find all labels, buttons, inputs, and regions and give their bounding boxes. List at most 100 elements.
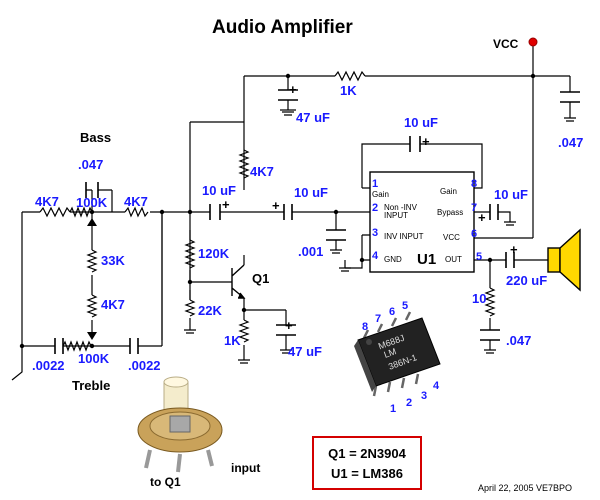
resistor-4k7-mid	[86, 294, 98, 318]
c10uf-input-plus: +	[272, 198, 280, 213]
ic-u1-label: U1	[417, 251, 437, 268]
ic-pin8-num: 8	[471, 178, 478, 190]
wires	[21, 44, 571, 360]
chip-photo-pin5: 5	[402, 300, 409, 312]
potentiometer-photo	[137, 376, 223, 473]
r1k-feed-label: 1K	[340, 83, 357, 98]
c47uf-supply-label: 47 uF	[296, 110, 330, 125]
bass-pot-label: 100K	[76, 195, 108, 210]
ic-pin6-label: VCC	[443, 233, 460, 242]
cap-047-bass	[85, 182, 99, 198]
c10uf-base-label: 10 uF	[202, 183, 236, 198]
cap-047-zobel	[480, 329, 500, 341]
resistors	[39, 70, 496, 352]
resistor-4k7-bass-left	[39, 206, 71, 218]
chip-photo-pin7: 7	[375, 313, 382, 325]
bass-res-right-label: 4K7	[124, 194, 148, 209]
grounds	[11, 109, 576, 381]
cap-047-vcc	[560, 91, 580, 103]
c10uf-gain-label: 10 uF	[404, 115, 438, 130]
ic-pin3-label: INV INPUT	[384, 232, 424, 241]
c001-label: .001	[298, 244, 324, 259]
vcc-terminal	[528, 37, 538, 47]
c10uf-base-plus: +	[222, 197, 230, 212]
c10uf-bypass-plus: +	[478, 210, 486, 225]
ic-pin4-num: 4	[372, 250, 379, 262]
cap-10uf-base	[209, 204, 221, 220]
cap-10uf-gain	[409, 136, 421, 152]
speaker-icon	[547, 228, 581, 292]
parts-q1: Q1 = 2N3904	[328, 446, 406, 461]
treble-cap-right-label: .0022	[128, 358, 161, 373]
capacitors	[54, 89, 580, 354]
ic-pin5-num: 5	[476, 251, 483, 263]
transistor-q1	[231, 264, 246, 299]
cap-10uf-input	[283, 204, 293, 220]
r4k7-collector-label: 4K7	[250, 164, 274, 179]
bass-cap-label: .047	[78, 157, 104, 172]
ic-pin3-num: 3	[372, 227, 379, 239]
r22k-label: 22K	[198, 303, 222, 318]
chip-photo-pin1: 1	[390, 403, 397, 415]
resistor-1k-emitter	[238, 319, 250, 343]
vcc-label: VCC	[493, 37, 519, 51]
r120k-label: 120K	[198, 246, 230, 261]
bass-res-left-label: 4K7	[35, 194, 59, 209]
cap-47uf-emitter	[276, 324, 296, 336]
chip-photo-pin8: 8	[362, 321, 369, 333]
credit-text: April 22, 2005 VE7BPO	[478, 483, 573, 493]
ic-pin8-label: Gain	[440, 187, 457, 196]
resistor-22k	[184, 299, 196, 317]
junctions	[19, 73, 536, 349]
ic-pin2-num: 2	[372, 202, 379, 214]
c047-zobel-label: .047	[506, 333, 532, 348]
chip-photo-pin3: 3	[421, 390, 428, 402]
ic-pin5-label: OUT	[445, 255, 462, 264]
pot-wipers	[87, 218, 97, 340]
r4k7-mid-label: 4K7	[101, 297, 125, 312]
pot-100k-bass	[69, 206, 93, 218]
page-title: Audio Amplifier	[212, 17, 353, 38]
lm386-chip-photo	[354, 311, 441, 397]
ic-pin4-label: GND	[384, 255, 402, 264]
r10-label: 10	[472, 291, 487, 306]
pot-photo-label-q1: to Q1	[150, 475, 181, 489]
resistor-4k7-bass-right	[124, 206, 149, 218]
treble-cap-left-label: .0022	[32, 358, 65, 373]
c220uf-plus: +	[510, 242, 518, 257]
resistor-10-zobel	[484, 287, 496, 317]
cap-0022-left	[54, 338, 64, 354]
cap-001	[326, 229, 346, 241]
ic-pin1-label: Gain	[372, 190, 389, 199]
cap-10uf-bypass	[489, 204, 499, 220]
treble-pot-label: 100K	[78, 351, 110, 366]
c220uf-label: 220 uF	[506, 273, 548, 288]
resistor-120k	[184, 239, 196, 269]
ic-pin7-label: Bypass	[437, 208, 464, 217]
cap-0022-right	[129, 338, 139, 354]
ic-pin6-num: 6	[471, 228, 478, 240]
q1-label: Q1	[252, 271, 270, 286]
chip-photo-pin4: 4	[433, 380, 440, 392]
parts-list-box: Q1 = 2N3904 U1 = LM386	[312, 436, 422, 490]
c47uf-emitter-label: 47 uF	[288, 344, 322, 359]
parts-u1: U1 = LM386	[331, 466, 403, 481]
cap-47uf-supply	[278, 89, 298, 101]
ic-pin1-num: 1	[372, 178, 379, 190]
treble-label: Treble	[72, 378, 111, 393]
ic-pin2-label: Non -INV INPUT	[384, 203, 417, 220]
r33k-label: 33K	[101, 253, 125, 268]
resistor-33k	[86, 249, 98, 273]
bass-label: Bass	[80, 130, 112, 145]
chip-photo-pin6: 6	[389, 306, 396, 318]
c047-vcc-label: .047	[558, 135, 584, 150]
r1k-emitter-label: 1K	[224, 333, 241, 348]
resistor-4k7-collector	[238, 149, 250, 179]
ic-u1-body	[369, 171, 475, 273]
c47uf-supply-plus: +	[289, 82, 297, 97]
cap-220uf	[505, 252, 515, 268]
pot-100k-treble	[62, 340, 92, 352]
chip-photo-pin2: 2	[406, 397, 413, 409]
c10uf-gain-plus: +	[422, 134, 430, 149]
